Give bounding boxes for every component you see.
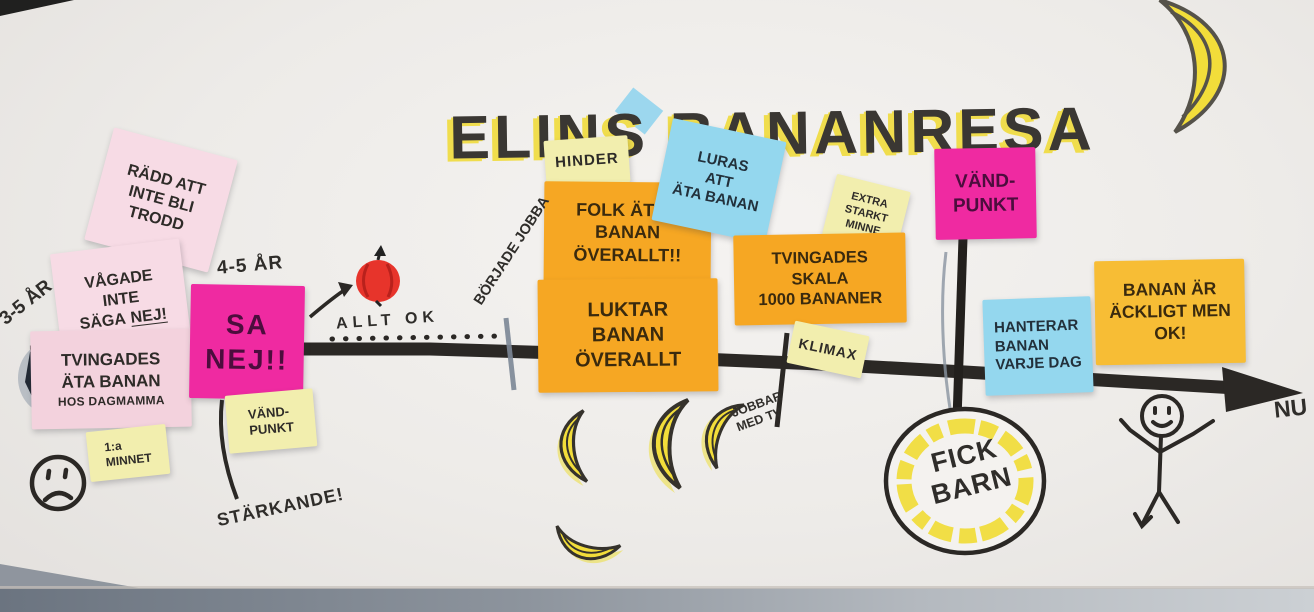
note-hanterar-banan-varje-dag: HANTERAR BANAN VARJE DAG — [982, 296, 1094, 396]
note-luktar-banan-overallt: LUKTAR BANAN ÖVERALLT — [537, 278, 719, 393]
note-forsta-minnet: 1:a MINNET — [85, 423, 171, 483]
note-text: HINDER — [554, 149, 620, 172]
label-nu: NU — [1272, 393, 1309, 423]
note-text: VÄND- PUNKT — [247, 403, 295, 438]
note-text: KLIMAX — [797, 334, 859, 363]
note-text: RÄDD ATT INTE BLI TRODD — [125, 161, 208, 235]
banana-large — [1160, 0, 1225, 132]
banana-small-4 — [555, 525, 624, 564]
note-tvingades-skala-1000-bananer: TVINGADES SKALA 1000 BANANER — [733, 232, 907, 326]
dotted-line — [329, 333, 505, 342]
note-banan-ar-ackligt-men-ok: BANAN ÄR ÄCKLIGT MEN OK! — [1094, 258, 1246, 366]
note-text: LURAS ATT ÄTA BANAN — [670, 148, 760, 216]
vandpunkt-drop-line — [941, 237, 968, 421]
borjade-jobba-tick — [503, 317, 517, 391]
note-sa-nej: SA NEJ!! — [189, 284, 305, 400]
note-text: SA NEJ!! — [204, 308, 289, 376]
arrow-to-apple — [308, 282, 353, 319]
note-text: HANTERAR BANAN VARJE DAG — [993, 316, 1083, 374]
note-text: VÄND- PUNKT — [952, 170, 1019, 217]
note-text: LUKTAR BANAN ÖVERALLT — [574, 298, 682, 372]
note-text: TVINGADES SKALA 1000 BANANER — [758, 248, 883, 310]
photo-corner-shadow — [0, 0, 74, 16]
stick-figure-drawing — [1119, 394, 1215, 530]
note-vandpunkt-1: VÄND- PUNKT — [224, 388, 318, 454]
paper-bottom-edge — [0, 586, 1314, 589]
note-text: BANAN ÄR ÄCKLIGT MEN OK! — [1109, 278, 1231, 344]
table-edge-wedge — [0, 564, 150, 590]
sanej-drop-line — [218, 399, 239, 500]
klimax-tick — [774, 332, 790, 428]
sad-face-drawing — [29, 454, 87, 512]
banana-small-3 — [701, 403, 745, 471]
apple-drawing — [356, 245, 400, 308]
note-vandpunkt-2: VÄND- PUNKT — [934, 147, 1037, 240]
table-edge — [0, 588, 1314, 612]
banana-small-2 — [648, 398, 690, 493]
fick-barn-circle — [883, 406, 1047, 556]
note-text: 1:a MINNET — [103, 438, 153, 470]
note-hinder: HINDER — [543, 135, 631, 188]
banana-small-1 — [557, 409, 589, 486]
